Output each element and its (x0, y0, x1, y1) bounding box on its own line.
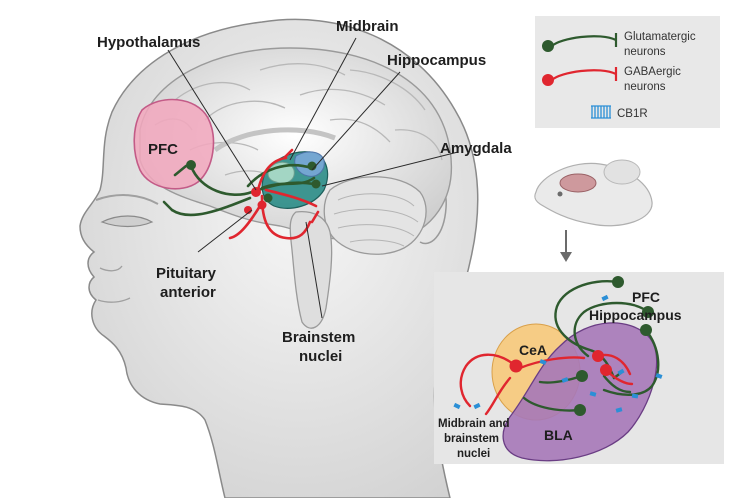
label-midbrain: Midbrain (336, 18, 399, 35)
label-leader-lines (167, 37, 459, 319)
pfc-glutamatergic-soma (186, 160, 196, 170)
label-pituitary-line2: anterior (160, 284, 216, 301)
label-brainstem-line1: Brainstem (282, 329, 355, 346)
legend-gabaergic-symbol (542, 67, 618, 86)
inset-cb1r-receptors (453, 294, 663, 413)
label-brainstem-line2: nuclei (299, 348, 342, 365)
legend-gabaergic-line1: GABAergic (624, 66, 681, 78)
legend-glutamatergic-symbol (542, 33, 618, 52)
inset-label-midbrain-line2: brainstem (444, 433, 499, 445)
amygdala-inset: PFC Hippocampus CeA BLA Midbrain and bra… (434, 272, 724, 464)
cerebellum-folia (333, 193, 419, 247)
label-pituitary-line1: Pituitary (156, 265, 217, 282)
inset-label-midbrain-line1: Midbrain and (438, 418, 510, 430)
inset-bla-gaba-soma-1 (592, 350, 604, 362)
hypothalamus-glut-soma (263, 193, 273, 203)
inset-bla-glut-soma-1 (576, 370, 588, 382)
inset-label-cea: CeA (519, 342, 547, 358)
corpus-callosum (213, 127, 336, 153)
hypothalamus-gaba-soma-2 (257, 200, 267, 210)
inset-bla-gaba-soma-2 (600, 364, 612, 376)
inset-label-bla: BLA (544, 427, 573, 443)
inset-hippocampus-soma (642, 306, 654, 318)
label-amygdala: Amygdala (440, 140, 512, 157)
inset-gabaergic-pathways (459, 353, 634, 416)
mouse-head-illustration (534, 159, 653, 227)
inset-pfc-soma (612, 276, 624, 288)
label-hypothalamus: Hypothalamus (97, 34, 200, 51)
receptor-glyph-icon (591, 105, 611, 119)
inset-label-midbrain-line3: nuclei (457, 448, 490, 460)
eyebrow (95, 194, 159, 205)
inset-bla-glut-soma-3 (640, 324, 652, 336)
nostril (99, 265, 123, 272)
gabaergic-pathways (228, 148, 320, 240)
eye-icon (100, 215, 154, 228)
legend-cb1r: CB1R (617, 108, 648, 120)
inset-cea-gaba-soma (509, 359, 523, 373)
inset-label-hippocampus: Hippocampus (589, 307, 682, 323)
arrow-down-icon (560, 230, 572, 262)
mouth (97, 297, 131, 303)
hypothalamus-gaba-soma (251, 187, 261, 197)
legend-glutamatergic-line1: Glutamatergic (624, 31, 696, 43)
hippocampus-glut-soma (311, 179, 321, 189)
legend-gabaergic-line2: neurons (624, 81, 666, 93)
brainstem (289, 210, 333, 329)
label-pfc: PFC (148, 141, 178, 158)
cerebellum (323, 176, 427, 255)
inset-label-pfc: PFC (632, 289, 660, 305)
bla-region (502, 322, 658, 462)
legend-panel: Glutamatergic neurons GABAergic neurons … (535, 16, 720, 128)
inset-bla-glut-soma-2 (574, 404, 586, 416)
midbrain-glut-soma (307, 161, 317, 171)
label-hippocampus: Hippocampus (387, 52, 486, 69)
legend-glutamatergic-line2: neurons (624, 46, 666, 58)
